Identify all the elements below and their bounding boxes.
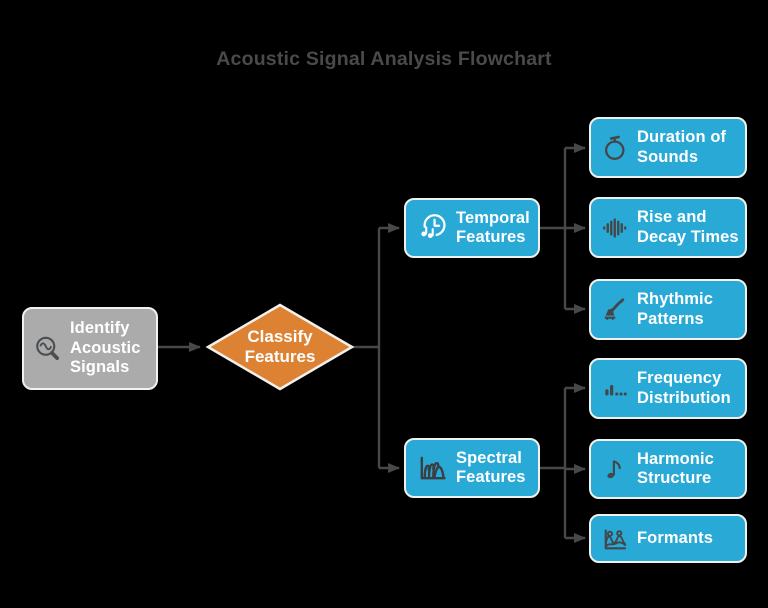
- node-spectral-features: Spectral Features: [404, 438, 540, 498]
- metronome-icon: [600, 295, 630, 325]
- clock-notes-icon: [415, 211, 449, 245]
- search-wave-icon: [33, 334, 63, 364]
- diamond-shape: [205, 303, 355, 391]
- node-label: Duration of Sounds: [637, 128, 727, 166]
- spectrum-chart-icon: [415, 451, 449, 485]
- node-label: Rhythmic Patterns: [637, 290, 713, 328]
- node-rise-and-decay-times: Rise and Decay Times: [589, 197, 747, 258]
- node-identify-acoustic-signals: Identify Acoustic Signals: [22, 307, 158, 390]
- node-frequency-distribution: Frequency Distribution: [589, 358, 747, 419]
- node-label: Rise and Decay Times: [637, 208, 739, 246]
- page-title: Acoustic Signal Analysis Flowchart: [216, 48, 552, 70]
- node-formants: Formants: [589, 514, 747, 563]
- node-label: Classify Features: [244, 327, 316, 366]
- bar-dots-icon: [600, 374, 630, 404]
- formant-curves-icon: [600, 524, 630, 554]
- node-label: Harmonic Structure: [637, 449, 714, 487]
- node-temporal-features: Temporal Features: [404, 198, 540, 258]
- node-label: Temporal Features: [456, 208, 530, 246]
- node-classify-features: Classify Features: [204, 302, 356, 392]
- stopwatch-icon: [600, 133, 630, 163]
- music-note-icon: [600, 454, 630, 484]
- node-harmonic-structure: Harmonic Structure: [589, 439, 747, 499]
- node-rhythmic-patterns: Rhythmic Patterns: [589, 279, 747, 340]
- node-label: Identify Acoustic Signals: [70, 319, 141, 377]
- node-duration-of-sounds: Duration of Sounds: [589, 117, 747, 178]
- node-label: Formants: [637, 528, 713, 547]
- node-label: Spectral Features: [456, 448, 526, 486]
- node-label: Frequency Distribution: [637, 369, 731, 407]
- waveform-icon: [600, 213, 630, 243]
